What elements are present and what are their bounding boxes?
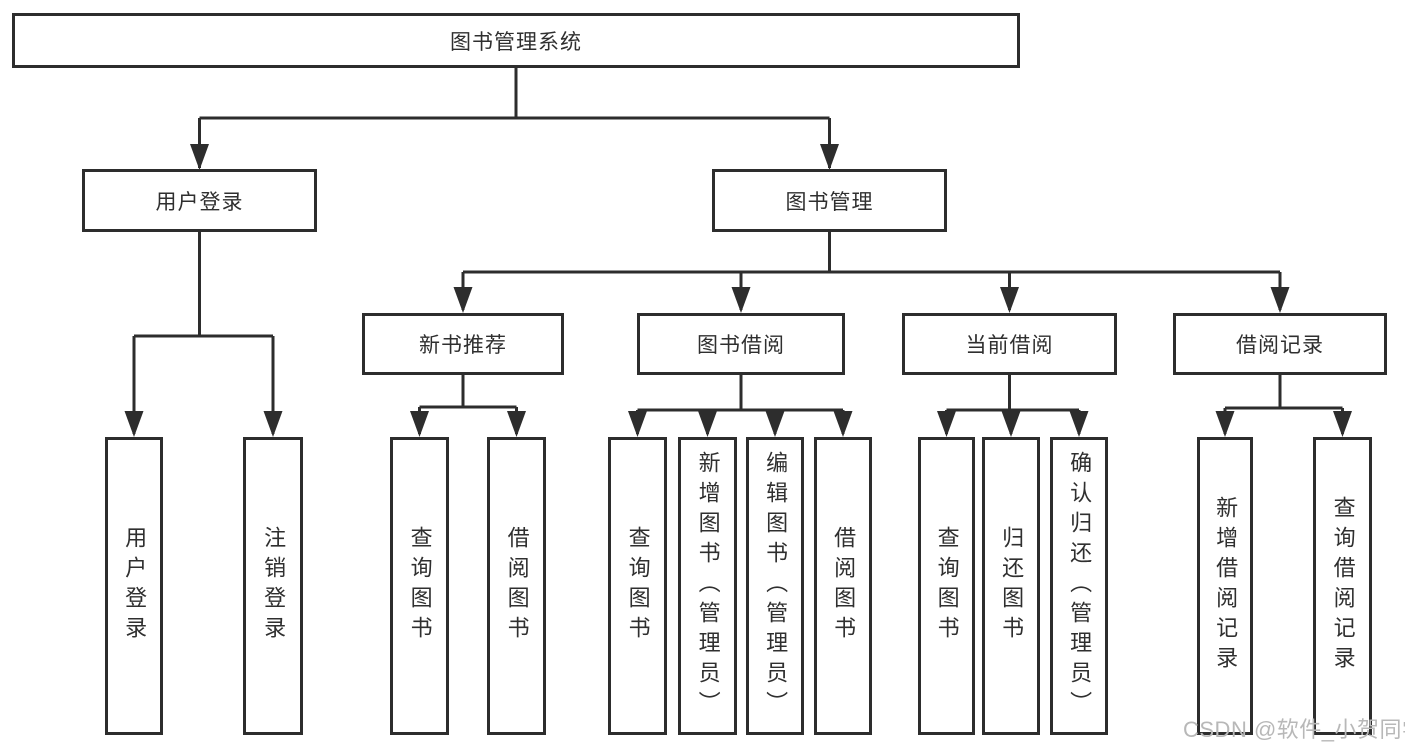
node-label: 用户登录 [122,526,148,646]
leaf-current-confirm-return-admin: 确认归还（管理员） [1050,437,1108,735]
csdn-watermark: CSDN @软件_小贺同学 [1183,717,1405,742]
node-label: 图书借阅 [697,334,785,357]
leaf-borrow-query-books: 查询图书 [608,437,667,735]
node-label: 注销登录 [261,526,287,646]
leaf-current-return-books: 归还图书 [982,437,1040,735]
node-borrow-records: 借阅记录 [1173,313,1387,375]
node-book-borrow: 图书借阅 [637,313,845,375]
node-label: 图书管理系统 [450,30,582,54]
node-user-login: 用户登录 [82,169,317,232]
leaf-current-query-books: 查询图书 [918,437,975,735]
leaf-recommend-query-books: 查询图书 [390,437,449,735]
node-label: 借阅记录 [1236,334,1324,357]
node-library-management-system: 图书管理系统 [12,13,1020,68]
leaf-logout-login: 注销登录 [243,437,303,735]
leaf-borrow-add-books-admin: 新增图书（管理员） [678,437,737,735]
node-label: 新增借阅记录 [1213,496,1239,676]
node-label: 查询图书 [625,526,651,646]
node-label: 归还图书 [999,526,1025,646]
node-label: 新书推荐 [419,334,507,357]
node-label: 查询图书 [407,526,433,646]
node-label: 新增图书（管理员） [695,451,721,721]
node-label: 确认归还（管理员） [1067,451,1093,721]
node-current-borrow: 当前借阅 [902,313,1117,375]
node-label: 当前借阅 [965,334,1054,357]
node-label: 用户登录 [155,190,244,214]
arrowheads [124,144,1352,437]
node-new-book-recommend: 新书推荐 [362,313,564,375]
node-book-management: 图书管理 [712,169,947,232]
node-label: 编辑图书（管理员） [763,451,789,721]
leaf-records-query-borrow-record: 查询借阅记录 [1313,437,1372,735]
node-label: 查询借阅记录 [1330,496,1356,676]
leaf-borrow-edit-books-admin: 编辑图书（管理员） [746,437,804,735]
leaf-records-add-borrow-record: 新增借阅记录 [1197,437,1253,735]
leaf-recommend-borrow-books: 借阅图书 [487,437,546,735]
node-label: 借阅图书 [831,526,857,646]
leaf-user-login: 用户登录 [105,437,163,735]
node-label: 图书管理 [785,190,874,214]
node-label: 借阅图书 [504,526,530,646]
node-label: 查询图书 [934,526,960,646]
leaf-borrow-borrow-books: 借阅图书 [814,437,872,735]
